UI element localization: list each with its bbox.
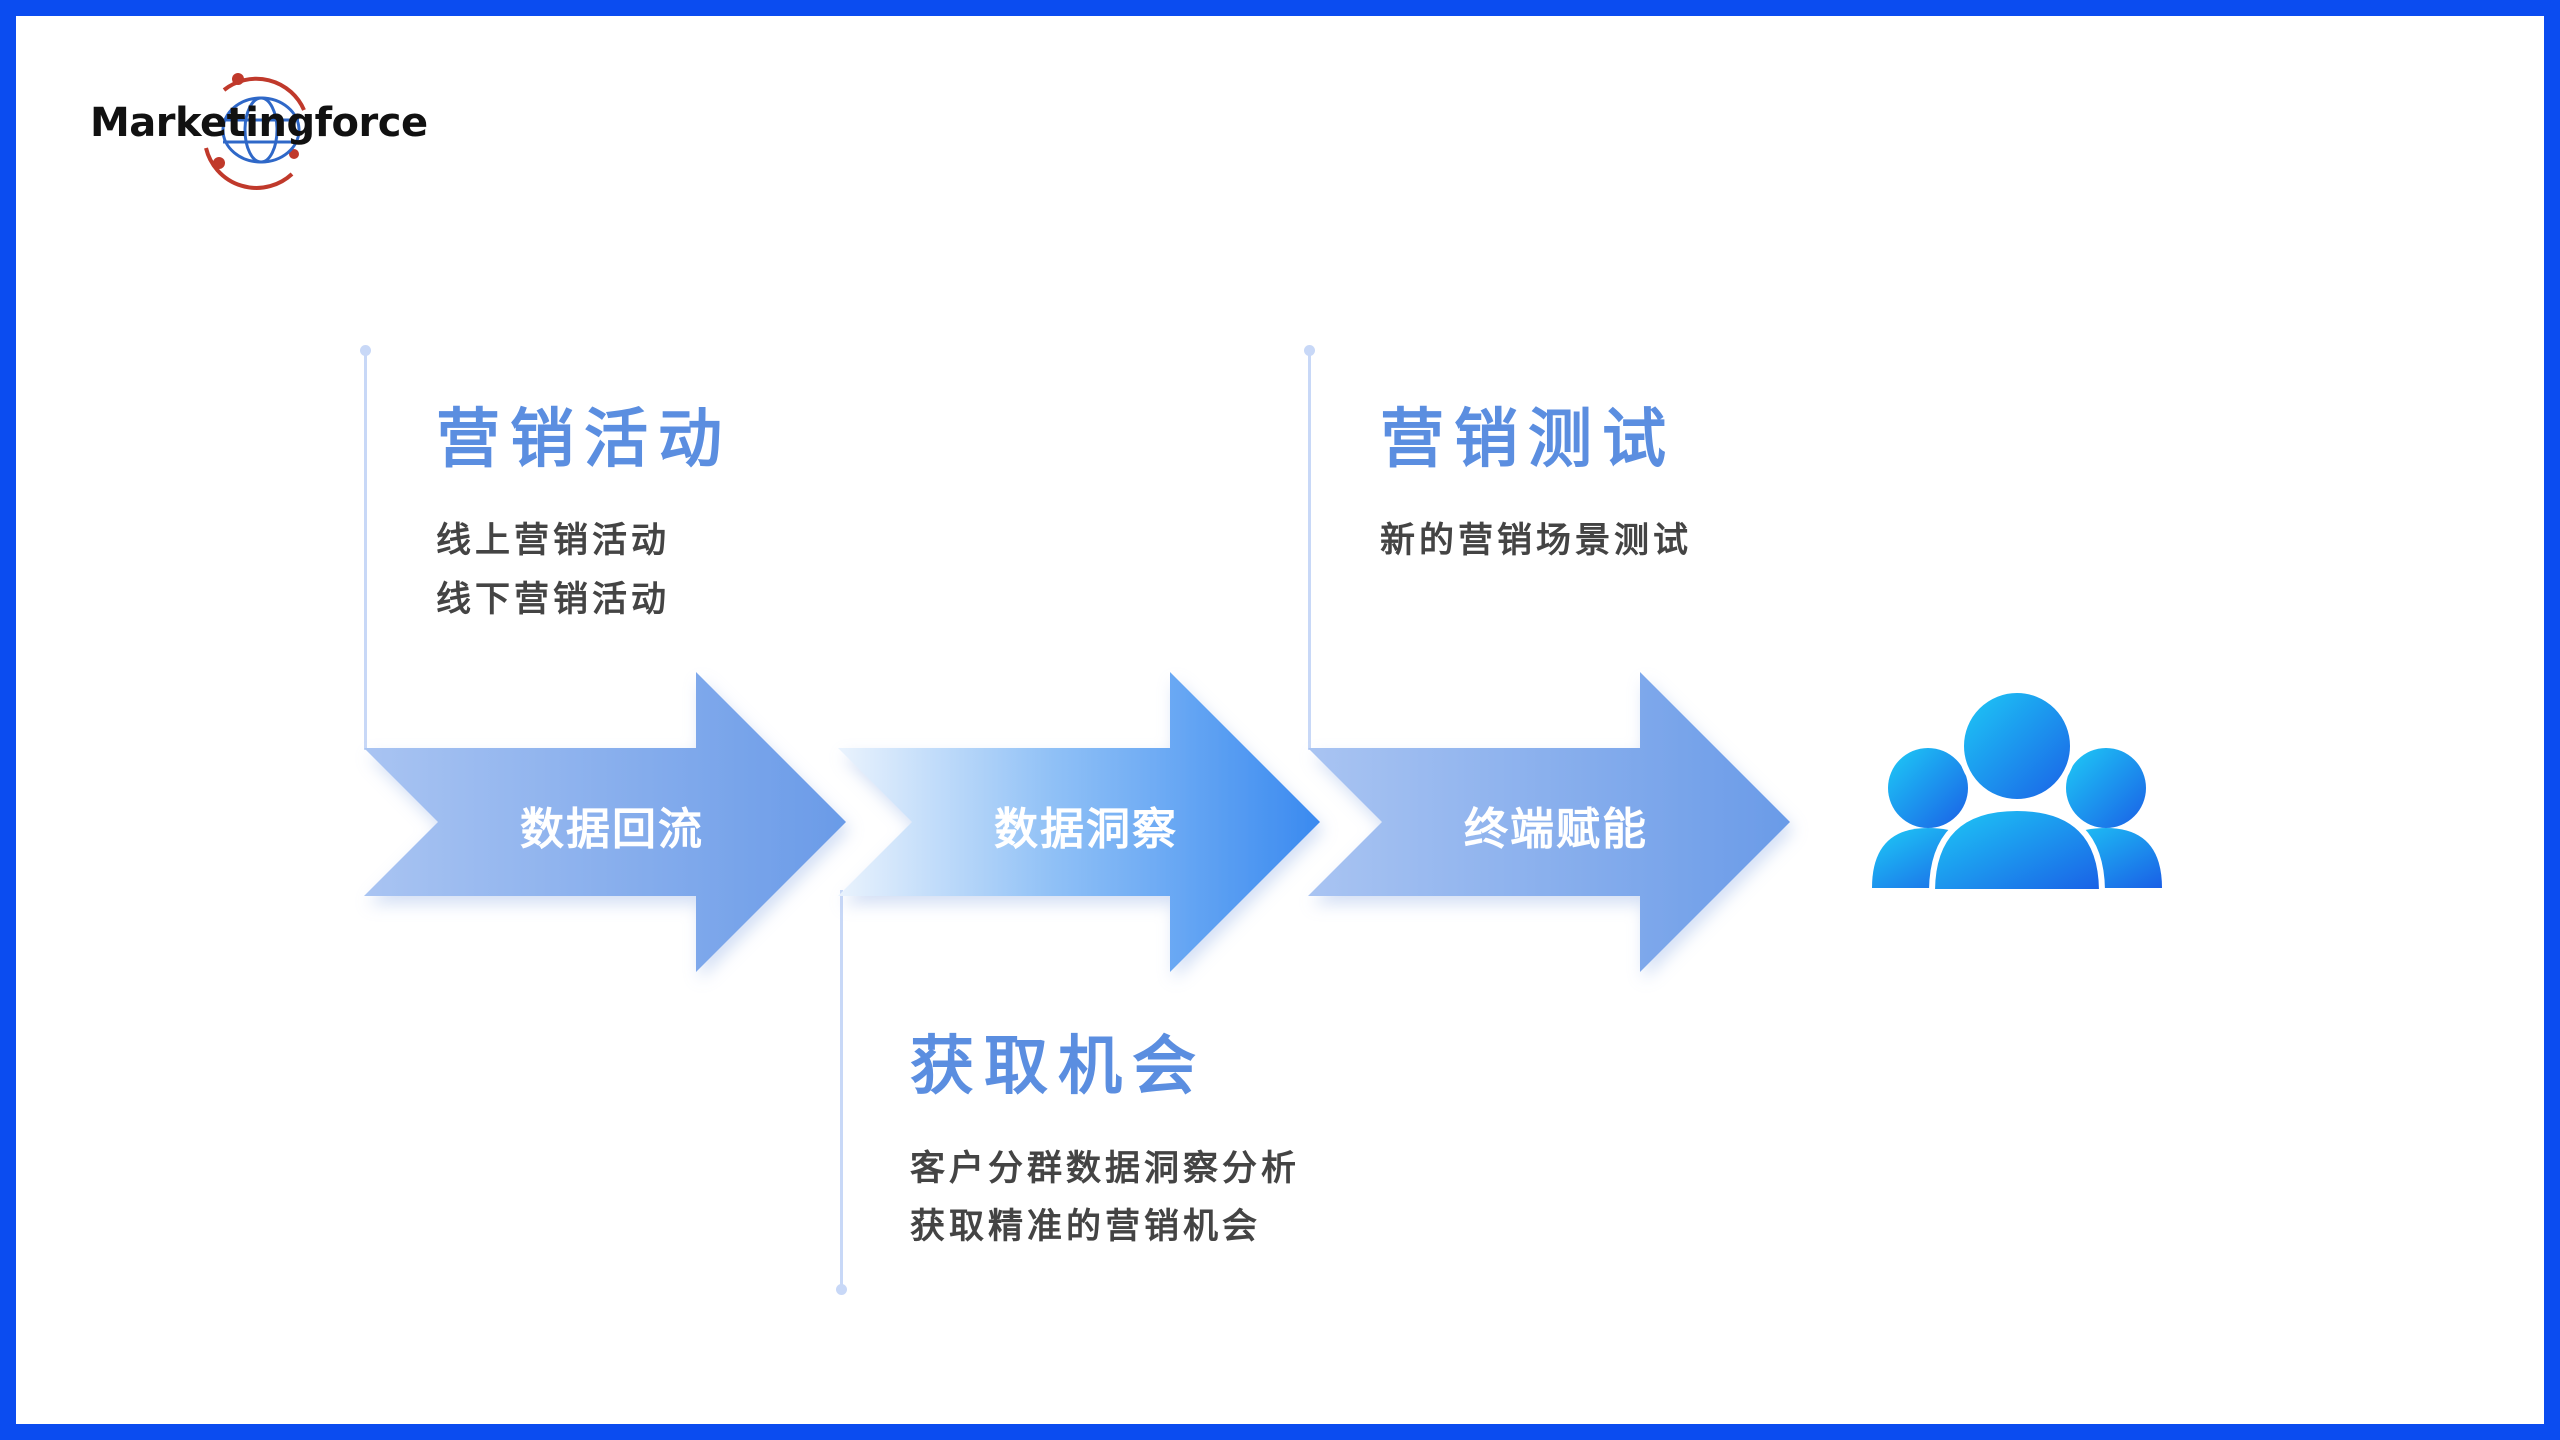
brand-logo: Marketingforce: [86, 70, 428, 190]
step-desc-line: 线上营销活动: [436, 521, 671, 561]
timeline-line-3: [1304, 345, 1315, 750]
timeline-line-2: [836, 890, 847, 1295]
arrow-shape-2: [838, 672, 1320, 972]
brand-name: Marketingforce: [90, 100, 428, 146]
users-group-icon: [1872, 688, 2162, 895]
arrow-shape-1: [364, 672, 846, 972]
arrow-label-terminal-enablement: 终端赋能: [1464, 804, 1648, 855]
timeline-line-1: [360, 345, 371, 750]
globe-logo-icon: [204, 73, 306, 190]
step-title-get-opportunity: 获取机会: [910, 1030, 1206, 1104]
arrow-label-data-insight: 数据洞察: [994, 804, 1178, 855]
step-desc-line: 新的营销场景测试: [1380, 521, 1693, 561]
step-desc-line: 获取精准的营销机会: [910, 1207, 1262, 1247]
arrow-label-data-backflow: 数据回流: [520, 804, 704, 855]
arrow-shape-3: [1308, 672, 1790, 972]
step-desc-line: 线下营销活动: [436, 580, 671, 620]
step-title-marketing-test: 营销测试: [1380, 403, 1676, 477]
step-desc-line: 客户分群数据洞察分析: [910, 1149, 1301, 1189]
step-title-marketing-activity: 营销活动: [436, 403, 732, 477]
